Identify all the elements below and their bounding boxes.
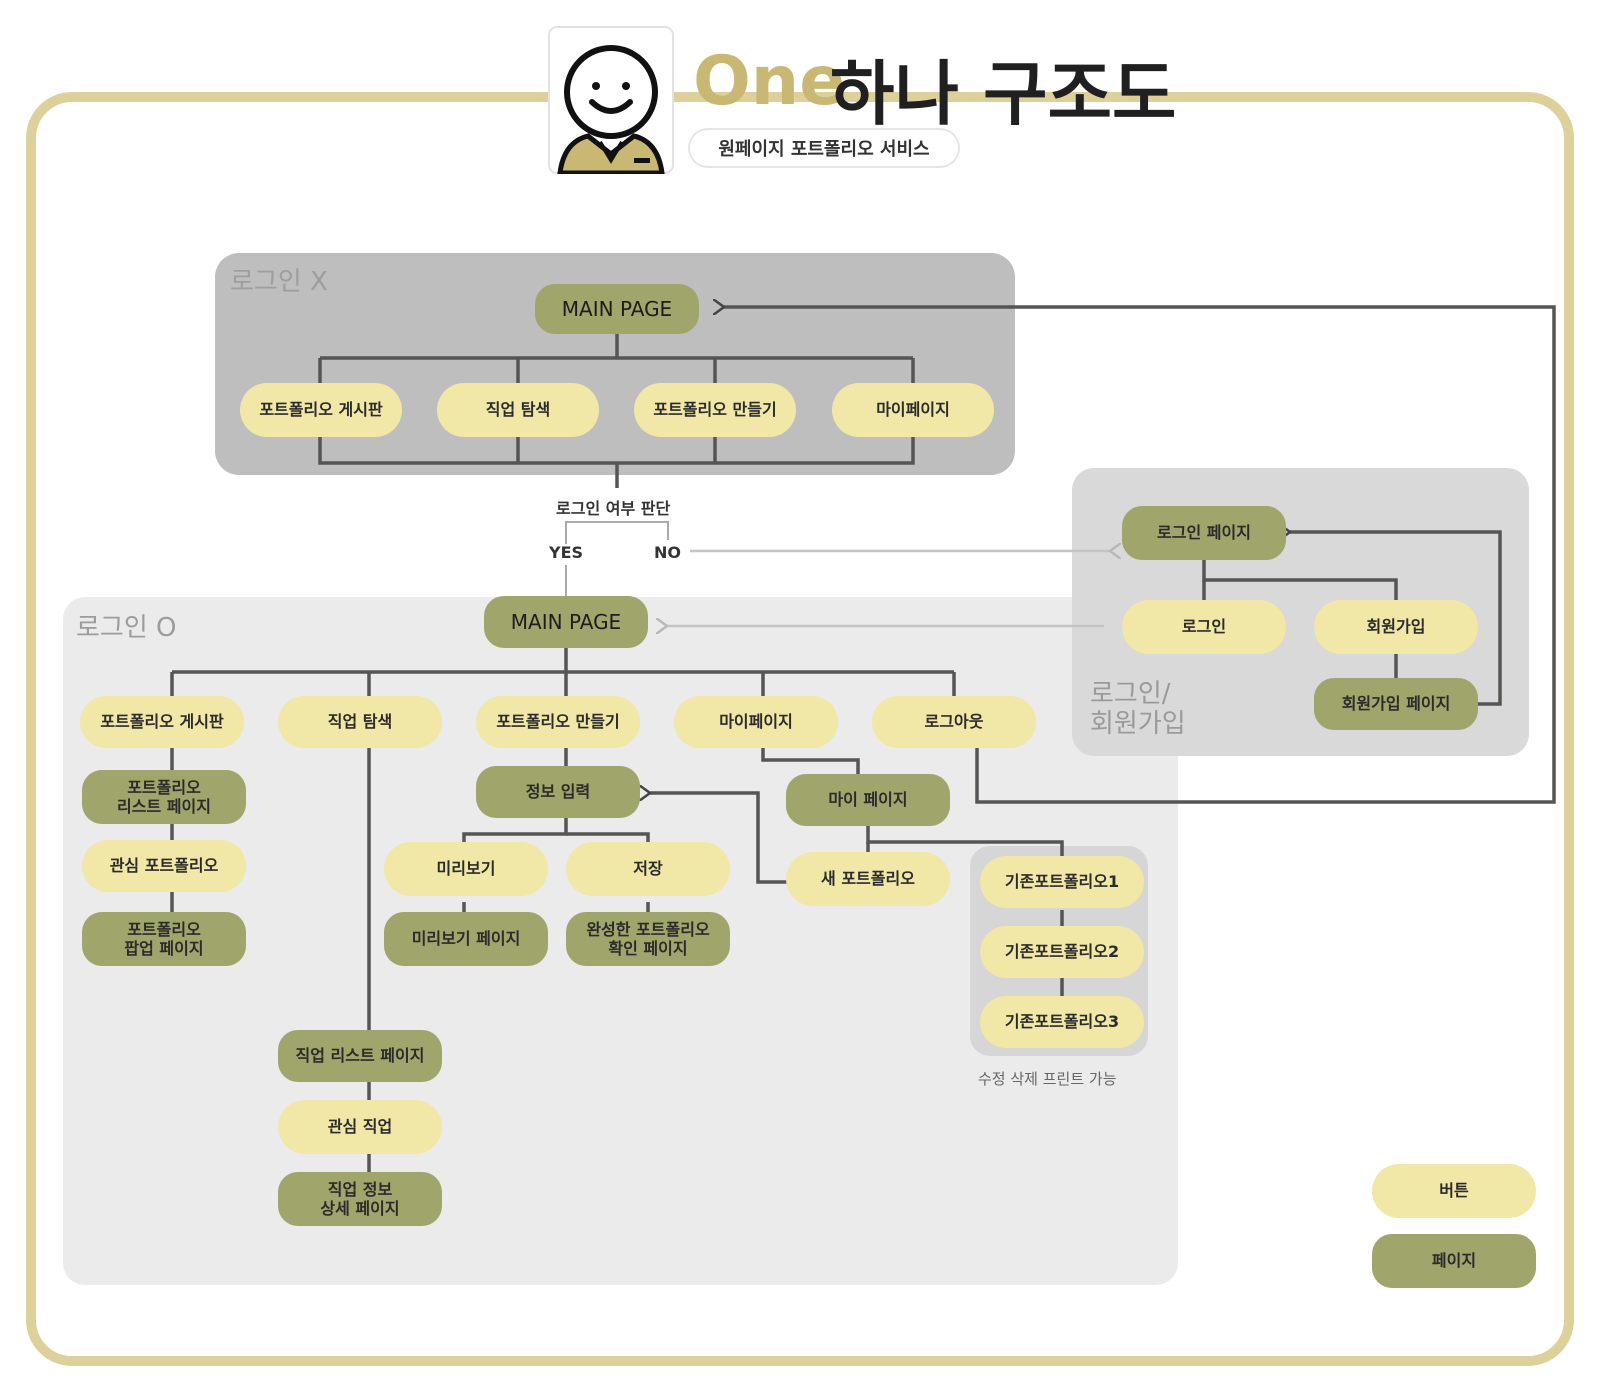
node-portfolio-popup-page: 포트폴리오 팝업 페이지 <box>82 912 246 966</box>
node-preview-button: 미리보기 <box>384 842 548 896</box>
node-job-search: 직업 탐색 <box>278 696 442 748</box>
legend-page-swatch: 페이지 <box>1372 1234 1536 1288</box>
yes-label: YES <box>549 543 584 562</box>
edit-note: 수정 삭제 프린트 가능 <box>978 1070 1117 1088</box>
connector-mypage-to-mypage <box>761 748 860 776</box>
connector-signuppage-return <box>1290 532 1502 706</box>
outer-frame <box>26 92 1574 1366</box>
connector-logout-return <box>724 307 1556 804</box>
node-main-page-logged-in: MAIN PAGE <box>484 596 648 648</box>
node-login-button: 로그인 <box>1122 600 1286 654</box>
node-info-input: 정보 입력 <box>476 766 640 818</box>
node-make-portfolio: 포트폴리오 만들기 <box>476 696 640 748</box>
node-my-page: 마이 페이지 <box>786 774 950 826</box>
node-existing-portfolio-2: 기존포트폴리오2 <box>980 926 1144 978</box>
subtitle-badge: 원페이지 포트폴리오 서비스 <box>688 128 960 168</box>
title-korean: 하나 구조도 <box>830 53 1177 135</box>
connector-decision-split <box>565 521 669 544</box>
node-job-list-page: 직업 리스트 페이지 <box>278 1030 442 1082</box>
node-main-page-logged-out: MAIN PAGE <box>535 284 699 334</box>
smiley-person-icon <box>548 26 674 174</box>
node-completed-portfolio-page: 완성한 포트폴리오 확인 페이지 <box>566 912 730 966</box>
node-mypage: 마이페이지 <box>674 696 838 748</box>
connector-new-to-input <box>650 793 788 884</box>
node-job-detail-page: 직업 정보 상세 페이지 <box>278 1172 442 1226</box>
node-existing-portfolio-3: 기존포트폴리오3 <box>980 996 1144 1048</box>
node-save-button: 저장 <box>566 842 730 896</box>
node-portfolio-list-page: 포트폴리오 리스트 페이지 <box>82 770 246 824</box>
node-favorite-portfolio: 관심 포트폴리오 <box>82 840 246 892</box>
connector-mypage-branch <box>866 826 1064 866</box>
panel-label-signin: 로그인/ 회원가입 <box>1090 679 1186 739</box>
node-signup-page: 회원가입 페이지 <box>1314 678 1478 730</box>
node-job-search-logged-out: 직업 탐색 <box>437 383 599 437</box>
connector-x-bottom-bar <box>318 437 915 465</box>
node-favorite-job: 관심 직업 <box>278 1100 442 1154</box>
legend-button-swatch: 버튼 <box>1372 1164 1536 1218</box>
node-new-portfolio: 새 포트폴리오 <box>786 852 950 906</box>
node-login-page: 로그인 페이지 <box>1122 506 1286 560</box>
node-preview-page: 미리보기 페이지 <box>384 912 548 966</box>
node-mypage-logged-out: 마이페이지 <box>832 383 994 437</box>
title-one: One <box>693 42 846 121</box>
connector-loginpage-branch <box>1202 560 1398 600</box>
decision-label: 로그인 여부 판단 <box>556 499 671 518</box>
no-label: NO <box>654 543 681 562</box>
node-make-portfolio-logged-out: 포트폴리오 만들기 <box>634 383 796 437</box>
node-signup-button: 회원가입 <box>1314 600 1478 654</box>
panel-label-logged-out: 로그인 X <box>230 267 328 297</box>
node-portfolio-board: 포트폴리오 게시판 <box>80 696 244 748</box>
node-portfolio-board-logged-out: 포트폴리오 게시판 <box>240 383 402 437</box>
node-logout: 로그아웃 <box>872 696 1036 748</box>
panel-label-logged-in: 로그인 O <box>76 613 177 643</box>
node-existing-portfolio-1: 기존포트폴리오1 <box>980 856 1144 908</box>
